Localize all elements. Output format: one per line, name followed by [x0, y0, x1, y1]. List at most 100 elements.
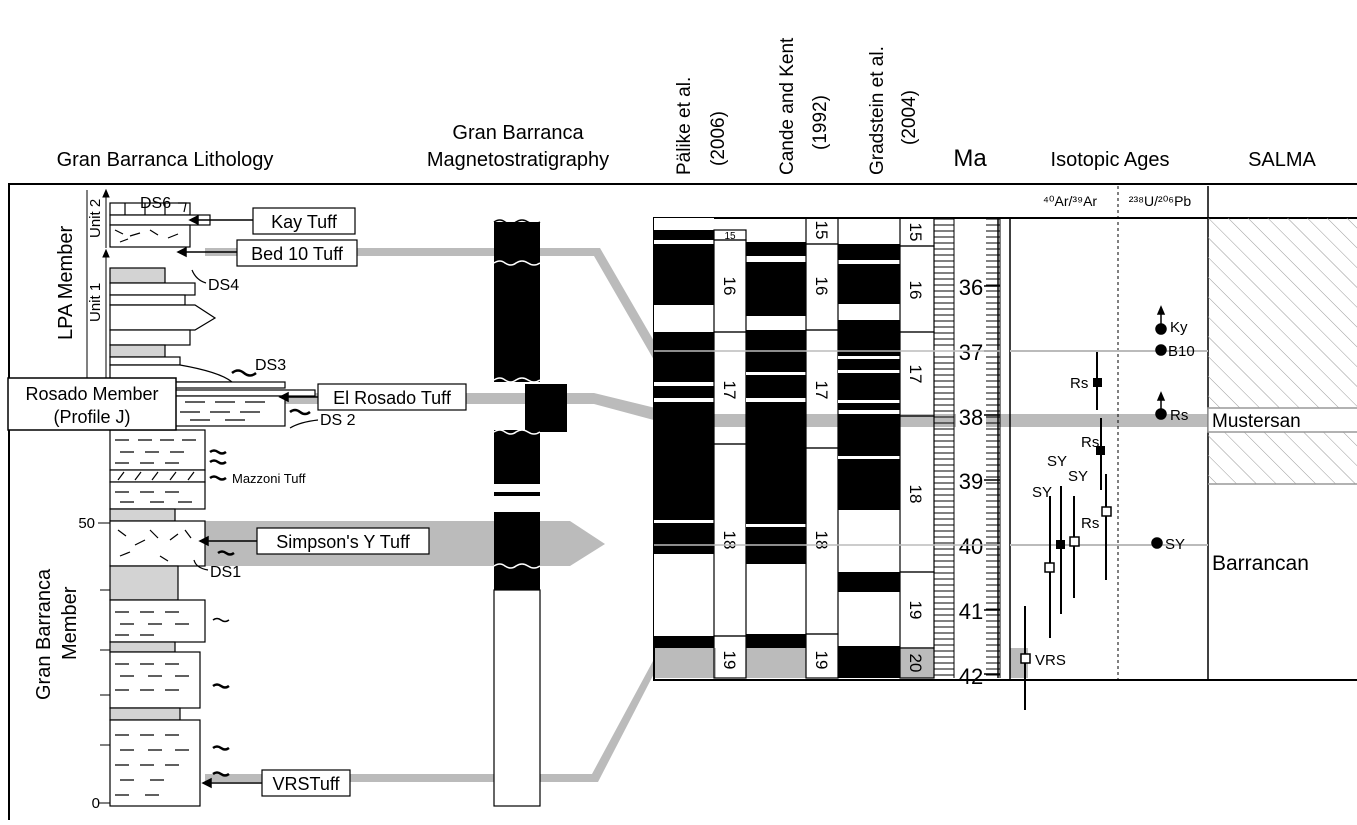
cande-chron-18: 18: [812, 531, 831, 550]
bed-gb-3: [109, 599, 206, 643]
gradstein-chron-18: 18: [906, 485, 925, 504]
magneto-reversed-1: [494, 484, 540, 492]
u-age-ky: Ky: [1170, 319, 1188, 336]
bottom-grey-band-cande: [746, 648, 806, 678]
tuff-arrows: [176, 214, 318, 789]
salma-hatched-upper: [1208, 218, 1357, 408]
ma-scale: [934, 218, 1001, 678]
ar-age-sy1: SY: [1047, 453, 1067, 470]
palike-polarity: [654, 218, 714, 648]
salma-hatched-lower: [1208, 432, 1357, 484]
surface-mazzoni: Mazzoni Tuff: [232, 471, 306, 486]
member-lpa: LPA Member: [55, 226, 77, 340]
simpson-tuff-box: [256, 527, 430, 555]
ar-age-rs2: Rs: [1081, 434, 1099, 451]
ma-tick-39: 39: [959, 469, 983, 494]
header-cande-line1: Cande and Kent: [777, 37, 798, 175]
tuff-el-rosado: El Rosado Tuff: [333, 388, 452, 408]
member-gb-line1: Gran Barranca: [33, 568, 55, 700]
bed-grey-4: [109, 565, 179, 601]
salma-mustersan: Mustersan: [1212, 411, 1301, 432]
bottom-grey-band-left: [654, 648, 716, 678]
member-rosado-line2: (Profile J): [53, 407, 130, 427]
header-palike-line2: (2006): [708, 111, 729, 166]
bed-sandstone-2: [109, 294, 186, 306]
palike-chron-18: 18: [720, 531, 739, 550]
cande-chron-17: 17: [812, 381, 831, 400]
vrs-tuff-box: [261, 769, 351, 797]
bed10-tuff-box: [236, 239, 358, 267]
magneto-rosado-normal: [525, 384, 567, 432]
bed-grey-1: [109, 267, 166, 284]
ma-tick-40: 40: [959, 534, 983, 559]
header-gradstein-line1: Gradstein et al.: [867, 46, 888, 175]
bed-sandstone-4: [109, 356, 181, 366]
salma-barrancan: Barrancan: [1212, 552, 1309, 575]
bed-grey-6: [109, 707, 181, 721]
bed-grey-2: [109, 344, 166, 358]
gradstein-chron-17: 17: [906, 365, 925, 384]
header-salma: SALMA: [1248, 149, 1316, 171]
surface-ds6: DS6: [140, 195, 171, 212]
ma-tick-42: 42: [959, 664, 983, 689]
magneto-reversed-2: [494, 496, 540, 512]
magneto-normal-1: [494, 222, 540, 382]
gradstein-chron-20: 20: [906, 654, 925, 673]
bed-gb-5: [109, 719, 201, 807]
gradstein-chron-19: 19: [906, 601, 925, 620]
ar-age-sy3: SY: [1032, 484, 1052, 501]
member-gb-line2: Member: [59, 586, 81, 660]
header-gradstein-line2: (2004): [899, 90, 920, 145]
bed-top-rosado-thin: [174, 381, 286, 389]
column-headers: Gran Barranca Lithology Gran Barranca Ma…: [57, 37, 1317, 175]
ar-age-rs1: Rs: [1070, 375, 1088, 392]
vrs-correlation-link: [205, 648, 660, 782]
ds6-arrow: [178, 202, 187, 213]
kay-tuff-box: [252, 207, 356, 235]
tuff-bed10: Bed 10 Tuff: [251, 244, 344, 264]
header-magneto-line1: Gran Barranca: [452, 122, 584, 144]
unit-arrows: [102, 188, 110, 385]
ma-tick-36: 36: [959, 275, 983, 300]
u-age-sy: SY: [1165, 536, 1185, 553]
bed-conglomerate-1: [109, 304, 217, 331]
tuff-simpson: Simpson's Y Tuff: [276, 532, 411, 552]
magnetostratigraphy-column: [493, 219, 567, 807]
el-rosado-tuff-box: [317, 383, 467, 411]
palike-chron-15: 15: [724, 231, 736, 242]
bed-simpson-tuff: [109, 520, 206, 567]
magneto-reversed-bottom: [493, 589, 541, 807]
bed-gb-4: [109, 651, 201, 709]
wavy-symbols: [209, 449, 235, 777]
surface-ds1: DS1: [210, 564, 241, 581]
u-age-rs: Rs: [1170, 407, 1188, 424]
gradstein-chron-15: 15: [906, 223, 925, 242]
palike-chron-17: 17: [720, 381, 739, 400]
u-ages: [1151, 305, 1167, 549]
unit2-label: Unit 2: [87, 199, 104, 238]
isotope-ar-label: ⁴⁰Ar/³⁹Ar: [1043, 193, 1098, 209]
cande-polarity: [746, 242, 806, 648]
surface-ds2: DS 2: [320, 412, 356, 429]
bed-unit2-tuffaceous: [109, 224, 191, 248]
ar-age-vrs: VRS: [1035, 652, 1066, 669]
bed-sandstone-1: [109, 282, 196, 296]
header-isotopic: Isotopic Ages: [1051, 149, 1170, 171]
header-palike-line1: Pälike et al.: [674, 77, 695, 175]
ar-age-rs3: Rs: [1081, 515, 1099, 532]
surface-ds3: DS3: [255, 357, 286, 374]
unit1-label: Unit 1: [87, 283, 104, 322]
cande-chron-15: 15: [812, 221, 831, 240]
rosado-member-box: [7, 377, 177, 431]
bed-gb-2: [109, 481, 206, 510]
surface-ds4: DS4: [208, 277, 239, 294]
depth-tick-0: 0: [92, 795, 100, 812]
header-lithology: Gran Barranca Lithology: [57, 149, 274, 171]
bed-grey-3: [109, 508, 176, 522]
cande-chron-19: 19: [812, 651, 831, 670]
bed-rosado-tuff: [174, 395, 286, 427]
header-cande-line2: (1992): [810, 95, 831, 150]
gradstein-chron-16: 16: [906, 281, 925, 300]
ma-tick-38: 38: [959, 405, 983, 430]
